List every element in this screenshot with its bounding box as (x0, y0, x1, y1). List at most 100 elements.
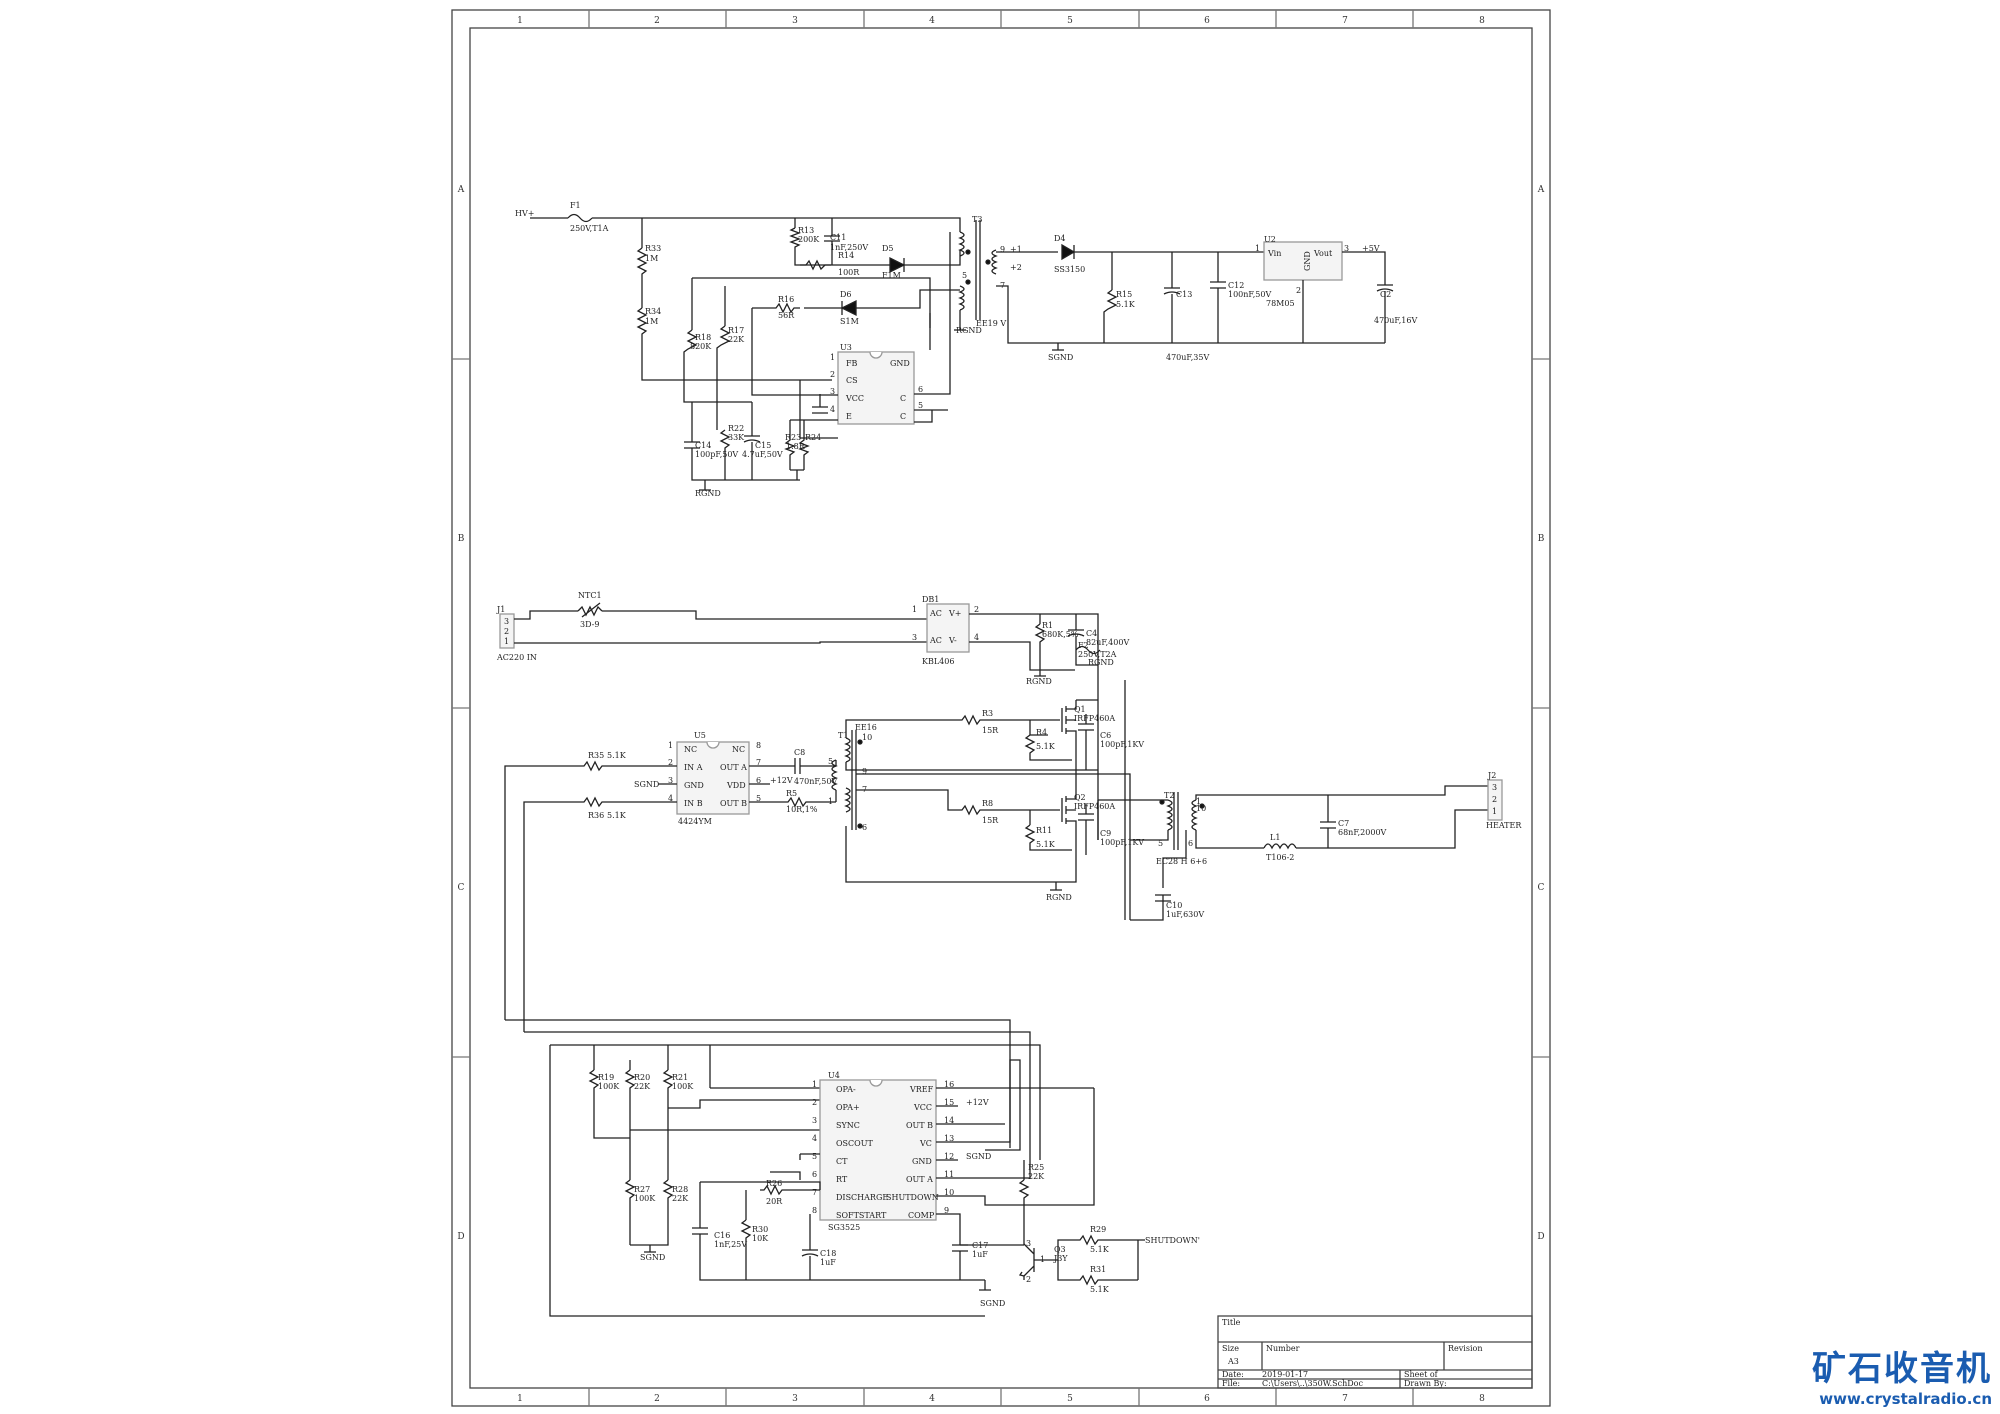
label: R14 (838, 251, 854, 260)
label: R17 (728, 326, 744, 335)
resistor-r22 (719, 429, 731, 480)
pwm-labels: R19 100K R20 22K R21 100K R27 100K R28 2… (598, 1071, 1200, 1308)
label: R21 (672, 1073, 688, 1082)
resistor-r35 (580, 760, 606, 772)
label: 6 (1188, 839, 1193, 848)
label: SS3150 (1054, 265, 1085, 274)
label: U2 (1264, 235, 1276, 244)
label: 22K (634, 1082, 651, 1091)
label: 5.1K (1036, 742, 1056, 751)
label: 1 (828, 797, 833, 806)
col-label: 2 (654, 1394, 660, 1404)
label: SGND (634, 780, 659, 789)
capacitor-c10 (1155, 894, 1171, 902)
controller-u3 (837, 351, 915, 425)
label: 3 (1344, 244, 1349, 253)
label: R27 (634, 1185, 650, 1194)
label: V+ (948, 609, 961, 618)
mosfet-q1 (1061, 700, 1077, 760)
resistor-r33 (636, 247, 648, 308)
row-label: B (458, 534, 465, 544)
resistor-r16 (770, 302, 800, 314)
label: IN A (684, 763, 703, 772)
label: D5 (882, 244, 894, 253)
label: 7 (862, 785, 867, 794)
pwm-section (505, 1019, 1145, 1317)
label: V- (948, 636, 957, 645)
label: R31 (1090, 1265, 1106, 1274)
label: 5.1K (1116, 300, 1136, 309)
label: COMP (908, 1211, 935, 1220)
transformer-t2 (1159, 792, 1205, 850)
label: 2 (812, 1098, 817, 1107)
row-label: D (457, 1232, 464, 1242)
col-label: 4 (929, 1394, 935, 1404)
label: +2 (1010, 263, 1022, 272)
resistor-r11 (1024, 824, 1072, 851)
label: T3 (972, 215, 982, 224)
label: VREF (909, 1085, 934, 1094)
label: SGND (966, 1152, 991, 1161)
label: R1 (1042, 621, 1053, 630)
resistor-r30 (740, 1219, 752, 1280)
col-label: 1 (517, 16, 523, 26)
label: NTC1 (578, 591, 602, 600)
label: EC28 H 6+6 (1156, 857, 1207, 866)
title-block-date-label: Date: (1222, 1370, 1244, 1379)
label: GND (684, 781, 704, 790)
resistor-r14 (800, 259, 831, 271)
label: OPA+ (836, 1103, 860, 1112)
label: Vout (1313, 249, 1333, 258)
label: R13 (798, 226, 814, 235)
label: 6 (862, 823, 867, 832)
label: VDD (726, 781, 746, 790)
label: R36 (588, 811, 604, 820)
label: R18 (695, 333, 711, 342)
col-label: 2 (654, 16, 660, 26)
label: 1nF,25V (714, 1240, 747, 1249)
watermark-logo-text: 矿石收音机 (1812, 1349, 1992, 1389)
label: 470uF,35V (1166, 353, 1209, 362)
col-label: 3 (792, 16, 798, 26)
label: 12 (944, 1152, 954, 1161)
label: 470uF,16V (1374, 316, 1417, 325)
label: T2 (1164, 791, 1174, 800)
label: R19 (598, 1073, 614, 1082)
resistor-r25 (1018, 1179, 1030, 1235)
col-label: 6 (1204, 16, 1210, 26)
col-label: 7 (1342, 1394, 1348, 1404)
label: 3D-9 (580, 620, 599, 629)
label: 1 (1492, 807, 1497, 816)
bridge-db1 (926, 603, 970, 653)
label: D4 (1054, 234, 1066, 243)
label: 1 (912, 605, 917, 614)
resistor-r1 (1034, 623, 1046, 670)
aux-supply-labels: HV+ F1 250V,T1A R33 1M R34 1M R13 200K C… (515, 201, 1417, 498)
label: GND (912, 1157, 932, 1166)
label: 7 (812, 1188, 817, 1197)
label: 22K (672, 1194, 689, 1203)
label: 10 (862, 733, 872, 742)
pwm-ic-u4 (819, 1079, 937, 1221)
label: OUT B (906, 1121, 933, 1130)
mosfet-q2 (1061, 780, 1077, 850)
col-label: 5 (1067, 1394, 1073, 1404)
label: 2 (668, 758, 673, 767)
label: R3 (982, 709, 993, 718)
label: D6 (840, 290, 852, 299)
resistor-r20 (624, 1069, 636, 1180)
title-block-sheet: Sheet of (1404, 1370, 1439, 1379)
title-block-file-value: C:\Users\..\350W.SchDoc (1262, 1379, 1363, 1388)
title-block-date-value: 2019-01-17 (1262, 1370, 1308, 1379)
watermark-url: www.crystalradio.cn (1819, 1390, 1992, 1408)
connector-j2 (1487, 779, 1503, 821)
label: EE16 (855, 723, 877, 732)
label: IN B (684, 799, 703, 808)
label: 3 (830, 387, 835, 396)
label: 3 (1026, 1239, 1031, 1248)
inductor-l1 (1263, 843, 1297, 850)
diode-d6 (840, 299, 857, 317)
label: C16 (714, 1231, 730, 1240)
label: R4 (1036, 728, 1047, 737)
